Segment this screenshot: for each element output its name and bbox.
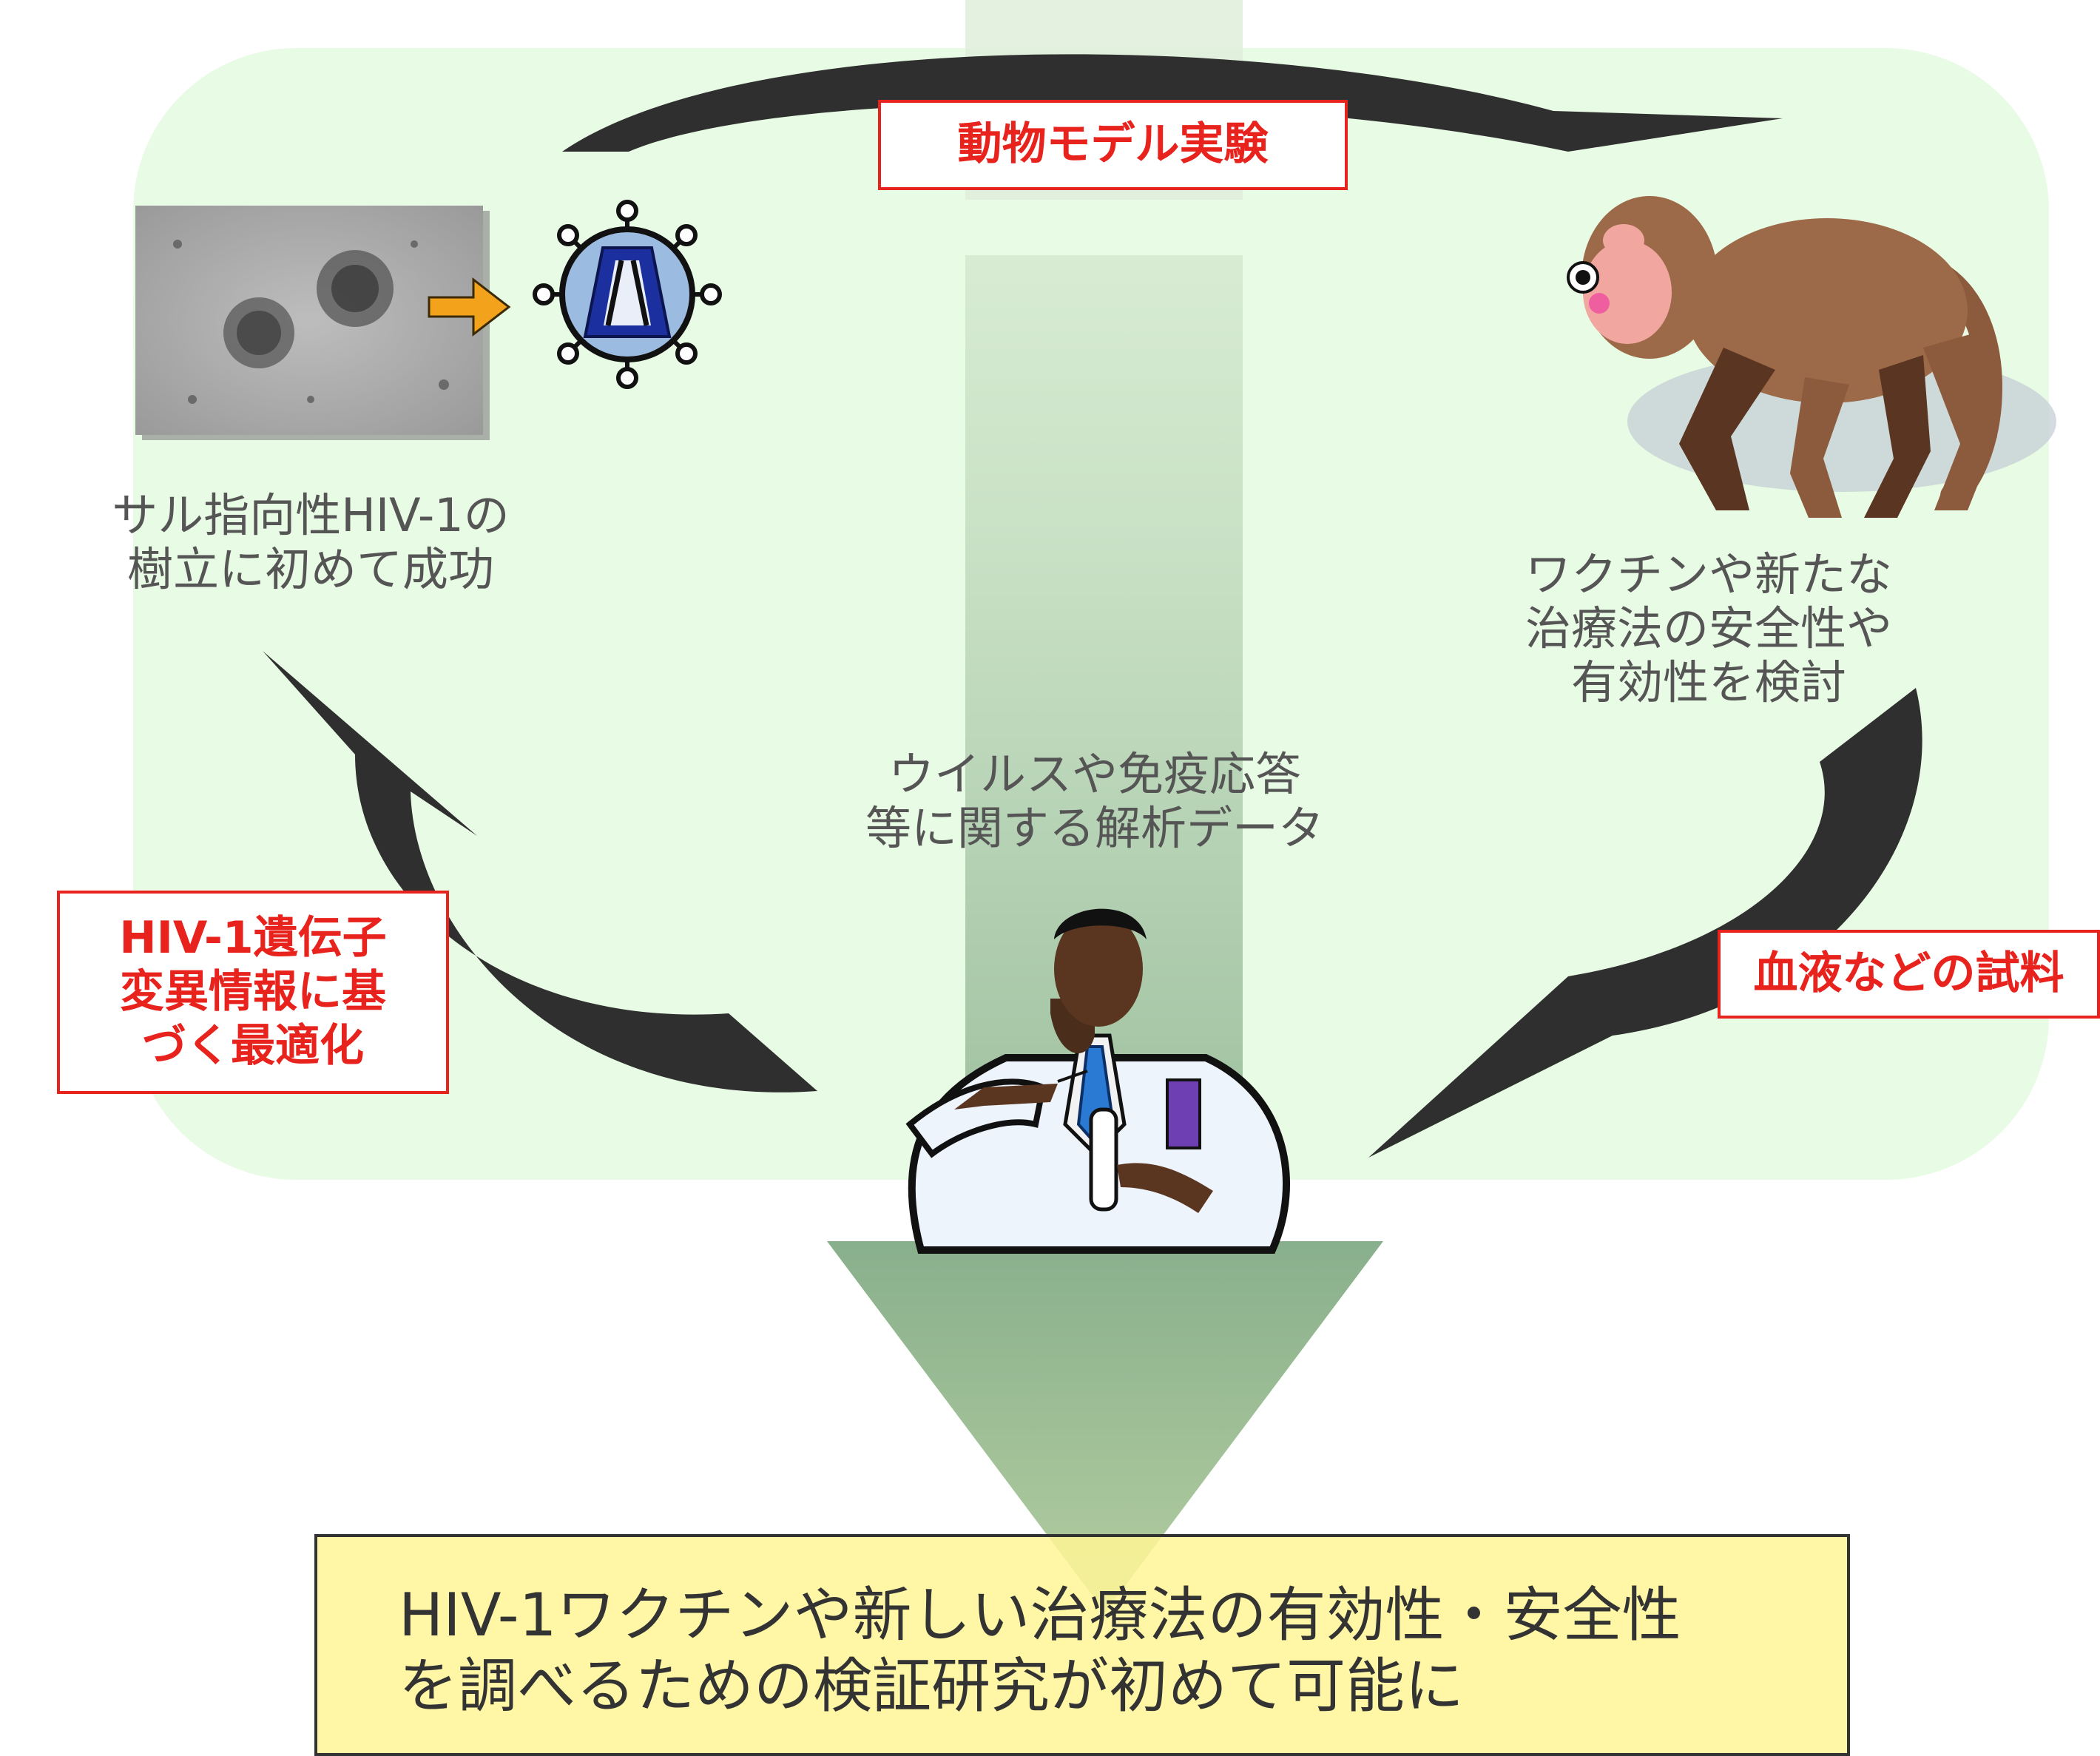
caption-analysis-line-2: 等に関する解析データ xyxy=(865,801,1324,856)
label-blood-samples: 血液などの試料 xyxy=(1718,930,2100,1019)
conclusion-line-1: HIV-1ワクチンや新しい治療法の有効性・安全性 xyxy=(399,1581,1681,1649)
down-arrow-head xyxy=(827,1241,1383,1613)
caption-strain-line-2: 樹立に初めて成功 xyxy=(126,542,494,597)
caption-analysis-line-1: ウイルスや免疫応答 xyxy=(888,747,1301,801)
label-gene-optimization: HIV-1遺伝子 変異情報に基 づく最適化 xyxy=(57,891,449,1094)
caption-evaluation-line-1: ワクチンや新たな xyxy=(1525,547,1892,601)
conclusion-box: HIV-1ワクチンや新しい治療法の有効性・安全性 を調べるための検証研究が初めて… xyxy=(314,1534,1850,1756)
label-animal-model-text: 動物モデル実験 xyxy=(957,118,1269,171)
caption-strain-line-1: サル指向性HIV-1の xyxy=(112,488,510,542)
orange-arrow-icon xyxy=(428,277,511,337)
label-gene-line-1: HIV-1遺伝子 xyxy=(119,911,387,964)
caption-strain: サル指向性HIV-1の 樹立に初めて成功 xyxy=(67,488,555,596)
cycle-arrow-right xyxy=(1368,688,1922,1158)
monkey-illustration xyxy=(1567,196,2056,518)
conclusion-line-2: を調べるための検証研究が初めて可能に xyxy=(399,1652,1464,1720)
scientist-illustration xyxy=(905,908,1290,1254)
cycle-arrow-left xyxy=(263,651,817,1093)
label-gene-line-3: づく最適化 xyxy=(142,1020,364,1073)
virus-micrograph-image xyxy=(135,206,490,440)
label-gene-line-2: 変異情報に基 xyxy=(120,965,386,1018)
caption-evaluation-line-3: 有効性を検討 xyxy=(1570,655,1846,710)
caption-evaluation: ワクチンや新たな 治療法の安全性や 有効性を検討 xyxy=(1479,547,1938,709)
label-blood-samples-text: 血液などの試料 xyxy=(1753,948,2064,1000)
virus-icon xyxy=(533,200,722,389)
label-animal-model: 動物モデル実験 xyxy=(878,100,1348,190)
caption-analysis: ウイルスや免疫応答 等に関する解析データ xyxy=(836,747,1354,855)
caption-evaluation-line-2: 治療法の安全性や xyxy=(1525,601,1892,656)
